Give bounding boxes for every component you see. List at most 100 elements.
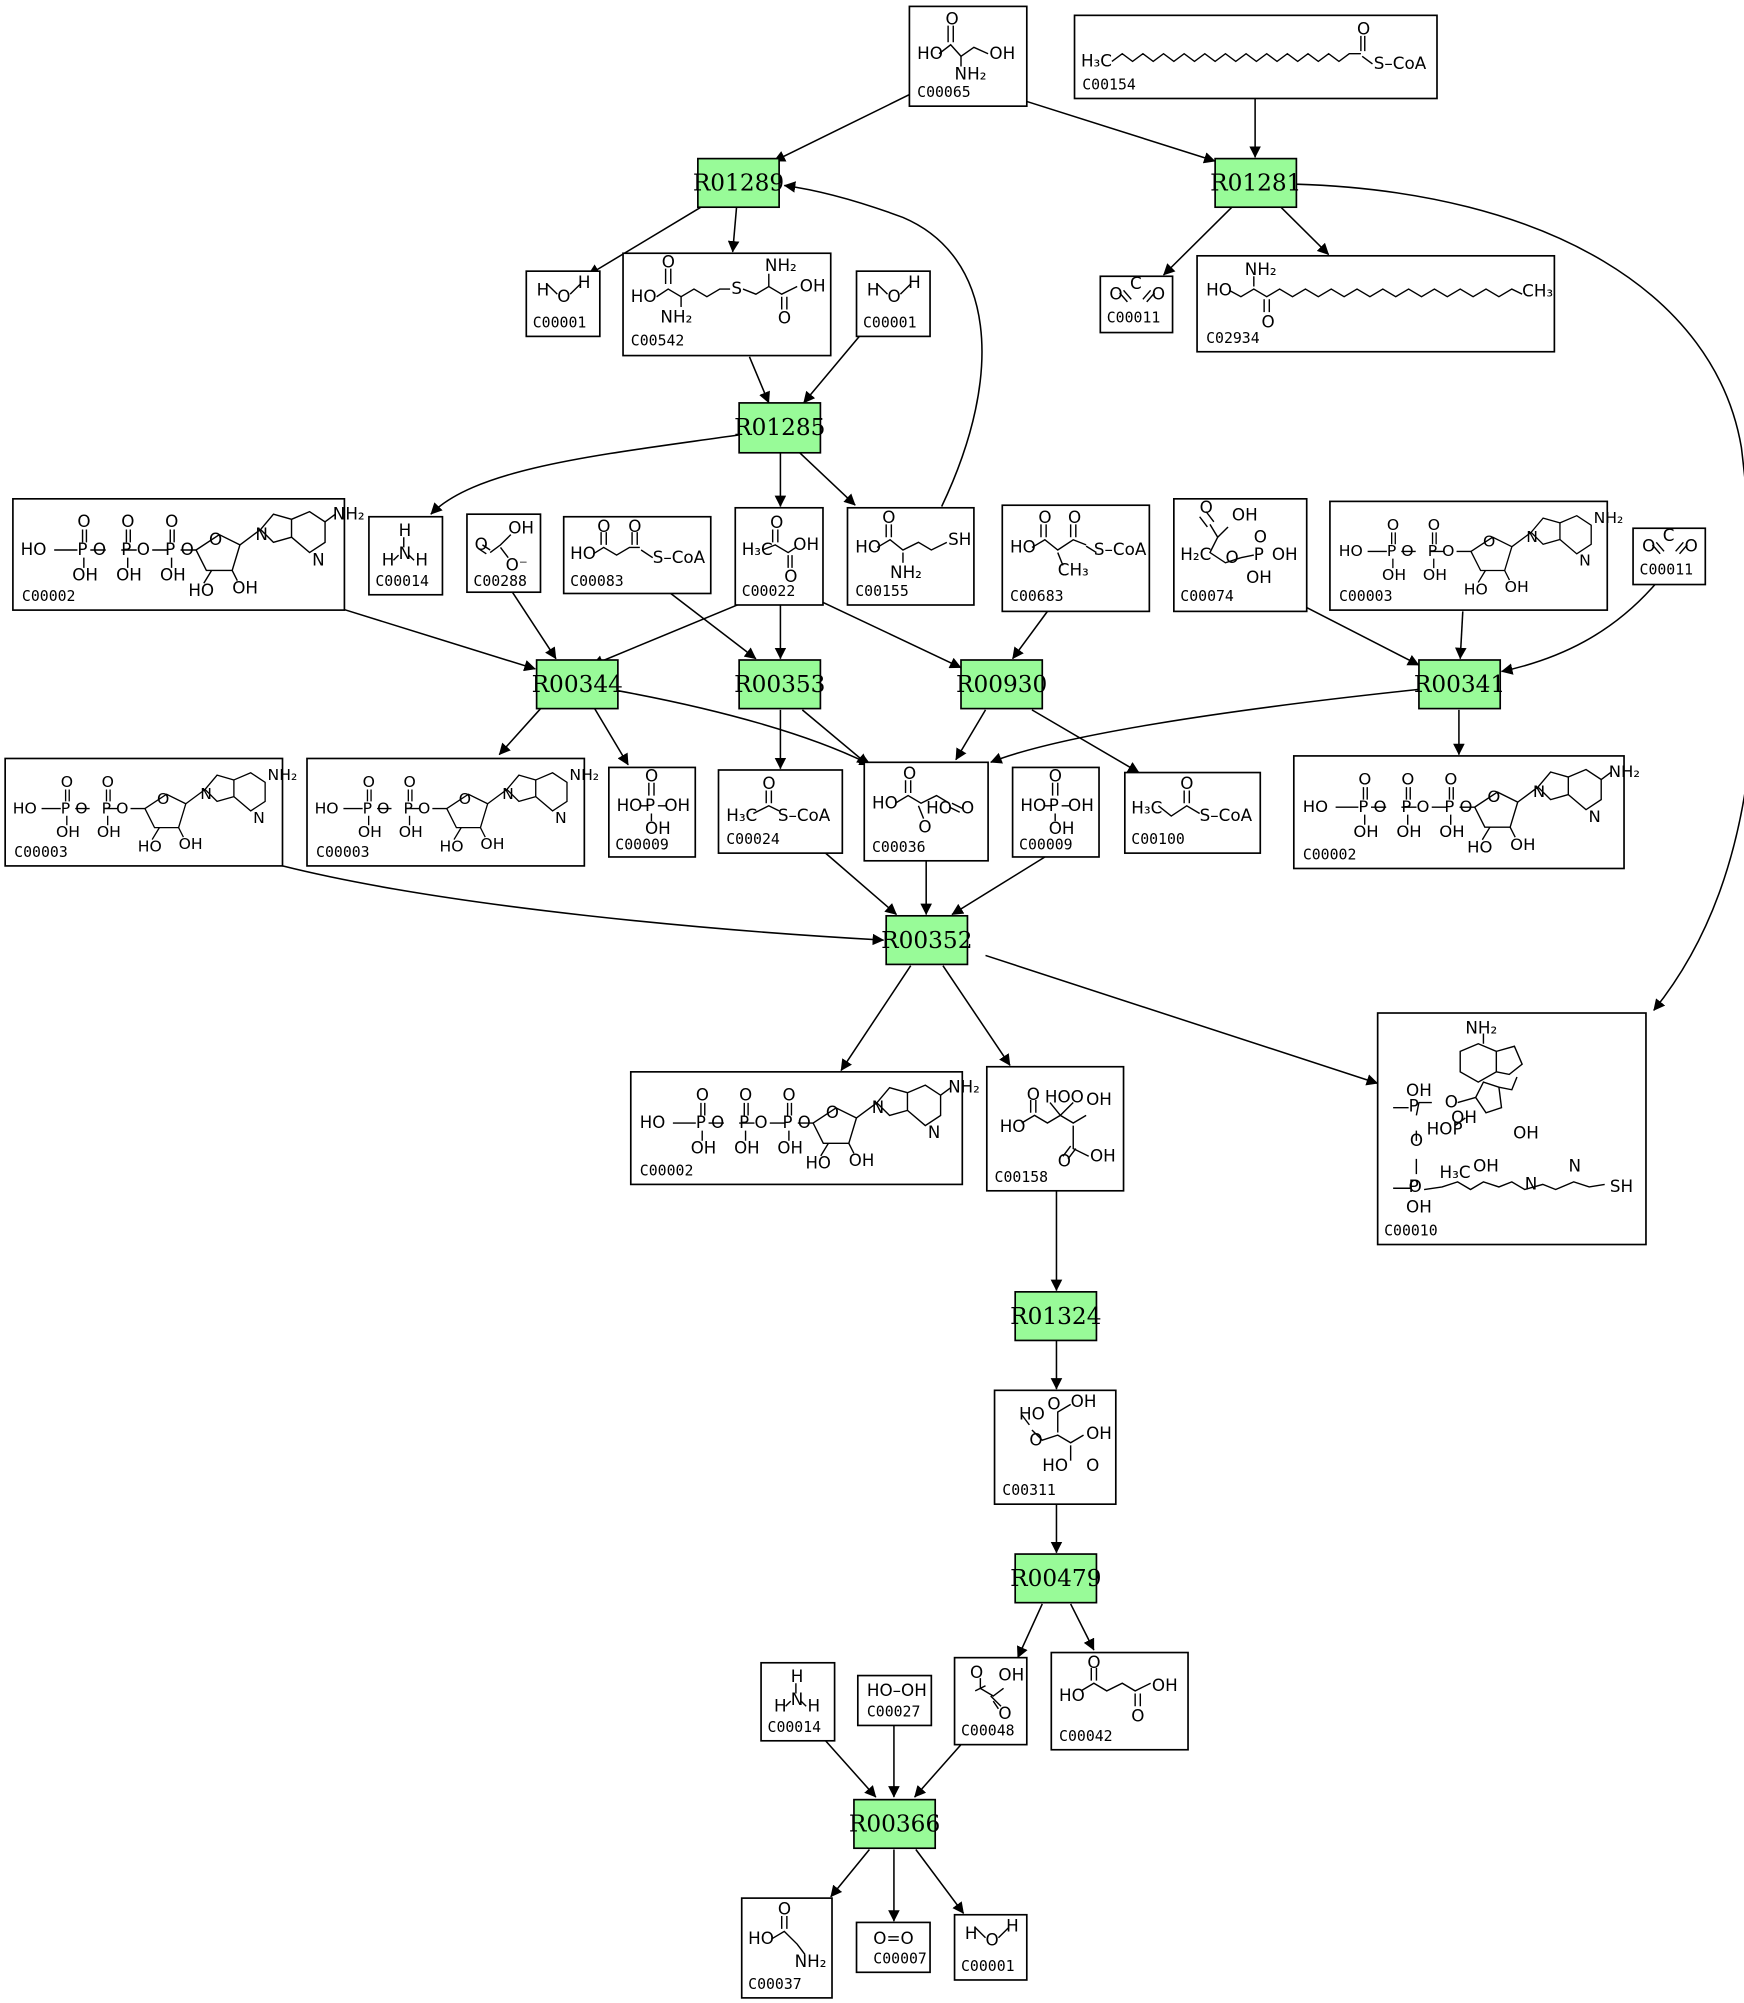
edge (799, 452, 856, 506)
compound-node[interactable]: HO P OH OH O C00009 (608, 767, 697, 858)
atom-label: OH (1071, 1392, 1097, 1411)
atom-label: N (1569, 1157, 1582, 1176)
compound-node[interactable]: HO P OH OH O C00009 (1011, 767, 1100, 858)
compound-id: C00011 (1640, 561, 1694, 578)
edge (820, 600, 962, 669)
compound-node[interactable]: H O H C00001 (953, 1913, 1028, 1981)
reaction-id: R01285 (734, 415, 825, 441)
compound-node[interactable]: H₃C S–CoA O C00154 (1073, 14, 1438, 100)
compound-node[interactable]: HO O O HO O C00036 (863, 761, 989, 862)
compound-node[interactable]: H N H H C00014 (368, 515, 444, 596)
atom-label: P (1254, 545, 1264, 564)
atom-label: O (1049, 767, 1062, 786)
atom-label: HO (1042, 1456, 1068, 1475)
atom-label: S–CoA (1094, 540, 1147, 559)
atom-label: O (628, 517, 641, 536)
compound-node[interactable]: HO NH₂ S NH₂ OH O O C00542 (622, 252, 832, 357)
atom-label: N (399, 544, 412, 563)
compound-node[interactable]: H₃C S–CoA O C00100 (1123, 771, 1262, 854)
atom-label: HO (855, 538, 881, 557)
compound-node[interactable]: H O H C00001 (525, 270, 601, 338)
edge (1296, 183, 1744, 1011)
compound-node[interactable]: OH O O C00048 (953, 1656, 1028, 1746)
compound-node[interactable]: OH O O⁻ C00288 (466, 513, 542, 594)
reaction-node[interactable]: R00366 (849, 1798, 940, 1850)
compound-node[interactable]: C00002 (12, 498, 366, 611)
reaction-node[interactable]: R00930 (956, 659, 1047, 710)
atom-label: O (1047, 1395, 1060, 1414)
atom-label: H (382, 550, 395, 569)
atom-label: H (399, 521, 412, 540)
compound-node[interactable]: O C O C00011 (1632, 526, 1707, 586)
atom-label: P (1049, 796, 1059, 815)
edge (830, 1849, 871, 1898)
compound-node[interactable]: H O H C00001 (855, 270, 931, 338)
compound-node[interactable]: C00002 (1292, 755, 1641, 870)
compound-node[interactable]: HO O OH O OH HO O C00311 (993, 1389, 1117, 1505)
compound-id: C00014 (375, 573, 429, 590)
compound-id: C00074 (1180, 588, 1234, 605)
compound-node[interactable]: HO–OH C00027 (856, 1674, 933, 1727)
reaction-node[interactable]: R01289 (693, 157, 784, 209)
atom-label: O (778, 309, 791, 328)
reaction-node[interactable]: R00353 (734, 659, 825, 710)
reaction-id: R00352 (881, 928, 972, 954)
compound-id: C00037 (748, 1976, 802, 1993)
compound-node[interactable]: H₃C O OH O C00022 (734, 506, 824, 606)
atom-label: N (791, 1690, 804, 1709)
compound-id: C00009 (615, 836, 669, 853)
compound-node[interactable]: O=O C00007 (855, 1921, 931, 1974)
atom-label: HO (1020, 796, 1046, 815)
atom-label: NH₂ (795, 1952, 827, 1971)
compound-node[interactable]: HO NH₂ SH O C00155 (846, 506, 975, 606)
compound-node[interactable]: OH O H₂C O P OH OH O C00074 (1173, 498, 1308, 613)
atom-label: OH (1090, 1146, 1116, 1165)
edge (430, 434, 740, 515)
compound-id: C00007 (873, 1950, 927, 1967)
edge (913, 1744, 962, 1798)
compound-node[interactable]: H N H H C00014 (760, 1661, 836, 1742)
compound-node[interactable]: NH₂ OH O P O HO P OH O P OH H₃C OH N N S… (1376, 1012, 1647, 1246)
compound-id: C00024 (726, 831, 780, 848)
reaction-node[interactable]: R01281 (1210, 157, 1301, 209)
atom-label: O (1109, 284, 1122, 303)
atom-label: O (998, 1704, 1011, 1723)
compound-id: C00009 (1019, 836, 1073, 853)
compound-node[interactable]: C00003 (4, 757, 298, 867)
compound-node[interactable]: C00003 (306, 757, 600, 867)
compound-node[interactable]: HO O HO O OH O OH C00158 (985, 1065, 1125, 1192)
compound-node[interactable]: HO NH₂ O C00037 (740, 1897, 833, 1999)
atom-label: O (887, 287, 900, 306)
atom-label: C (1130, 274, 1142, 293)
compound-node[interactable]: HO S–CoA O O C00083 (562, 515, 712, 595)
reaction-node[interactable]: R00341 (1414, 659, 1505, 710)
edge (840, 965, 912, 1072)
compound-node[interactable]: HO CH₃ S–CoA O O C00683 (1001, 504, 1151, 613)
compound-node[interactable]: HO NH₂ O CH₃ C02934 (1196, 254, 1556, 353)
compound-node[interactable]: C00002 (629, 1071, 981, 1186)
compound-node[interactable]: O C O C00011 (1099, 274, 1174, 334)
atom-label: P (1409, 1177, 1419, 1196)
reaction-node[interactable]: R01285 (734, 402, 825, 454)
reaction-node[interactable]: R00344 (532, 659, 623, 710)
atom-label: H (791, 1667, 804, 1686)
compound-id: C00014 (768, 1719, 822, 1736)
compound-node[interactable]: H₃C S–CoA O C00024 (717, 769, 844, 854)
reaction-node[interactable]: R00352 (881, 914, 972, 966)
reaction-node[interactable]: R01324 (1010, 1291, 1101, 1342)
atom-label: H (908, 273, 921, 292)
edge (1011, 610, 1049, 660)
reaction-node[interactable]: R00479 (1010, 1553, 1101, 1604)
atom-label: NH₂ (1465, 1019, 1497, 1038)
compound-node[interactable]: HO OH NH₂ O C00065 (908, 5, 1028, 107)
atom-label: O (1410, 1131, 1423, 1150)
compound-node[interactable]: HO O OH O C00042 (1050, 1651, 1189, 1751)
atom-label: O (1068, 508, 1081, 527)
atom-label: O (475, 535, 488, 554)
atom-label: O (1445, 1093, 1458, 1112)
atom-label: O (903, 764, 916, 783)
compound-node[interactable]: C00003 (1329, 500, 1624, 611)
atom-label: O (1071, 1088, 1084, 1107)
atom-label: O (1409, 1177, 1422, 1196)
